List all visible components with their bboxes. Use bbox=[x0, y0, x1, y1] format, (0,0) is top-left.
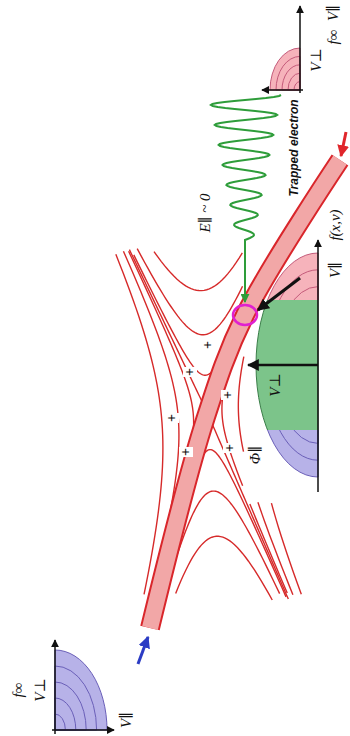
distribution-contour bbox=[256, 253, 318, 300]
axis-label: V⊥ bbox=[268, 373, 283, 396]
location-circle bbox=[233, 305, 257, 325]
potential-label: Φ∥ bbox=[248, 444, 263, 466]
distribution-contour bbox=[55, 698, 76, 730]
inflow-arrow bbox=[138, 637, 148, 664]
distribution-contour bbox=[270, 48, 300, 90]
local-distribution bbox=[248, 240, 318, 492]
axis-label: V∥ bbox=[326, 5, 341, 21]
inflow-distribution bbox=[262, 6, 303, 93]
distribution-label: f∞ bbox=[326, 30, 341, 45]
axis bbox=[54, 640, 56, 734]
axis-label: V⊥ bbox=[33, 678, 48, 701]
distribution-contour bbox=[265, 430, 318, 460]
field-line bbox=[271, 503, 301, 594]
charge-sign: + bbox=[179, 447, 193, 457]
distribution-contour bbox=[256, 430, 318, 477]
axis bbox=[52, 729, 114, 731]
distribution-contour bbox=[55, 650, 107, 730]
field-label: E∥ ~ 0 bbox=[198, 191, 213, 234]
charge-sign: + bbox=[183, 367, 197, 377]
axis bbox=[299, 6, 301, 93]
particle-label: Trapped electron bbox=[288, 99, 300, 196]
electron-orbit bbox=[211, 95, 281, 302]
charge-sign: + bbox=[223, 443, 237, 453]
distribution-label: f∞ bbox=[11, 683, 26, 698]
charge-sign: + bbox=[201, 340, 215, 350]
field-line bbox=[250, 504, 287, 593]
charge-sign: + bbox=[165, 413, 179, 423]
distribution-contour bbox=[55, 666, 97, 730]
distribution-contour bbox=[55, 682, 86, 730]
field-line bbox=[154, 252, 242, 291]
distribution-contour bbox=[282, 65, 300, 90]
axis-label: V⊥ bbox=[309, 48, 324, 71]
field-line bbox=[176, 536, 273, 600]
distribution-contour bbox=[276, 56, 300, 90]
charge-sign: + bbox=[221, 390, 235, 400]
axis bbox=[262, 89, 303, 91]
distribution-contour bbox=[294, 82, 300, 90]
axis-label: V∥ bbox=[119, 712, 134, 728]
inflow-distribution bbox=[52, 640, 114, 734]
inflow-arrow bbox=[341, 132, 346, 156]
passing-region bbox=[256, 430, 318, 477]
axis-arrow bbox=[248, 364, 318, 367]
distribution-contour bbox=[55, 714, 65, 730]
field-line bbox=[238, 357, 243, 452]
distribution-label: f(x,v) bbox=[328, 209, 343, 240]
passing-region bbox=[256, 253, 318, 300]
pointer-arrow bbox=[258, 278, 300, 310]
distribution-contour bbox=[275, 430, 318, 443]
axis-label: V∥ bbox=[328, 262, 343, 278]
distribution-contour bbox=[288, 73, 300, 90]
